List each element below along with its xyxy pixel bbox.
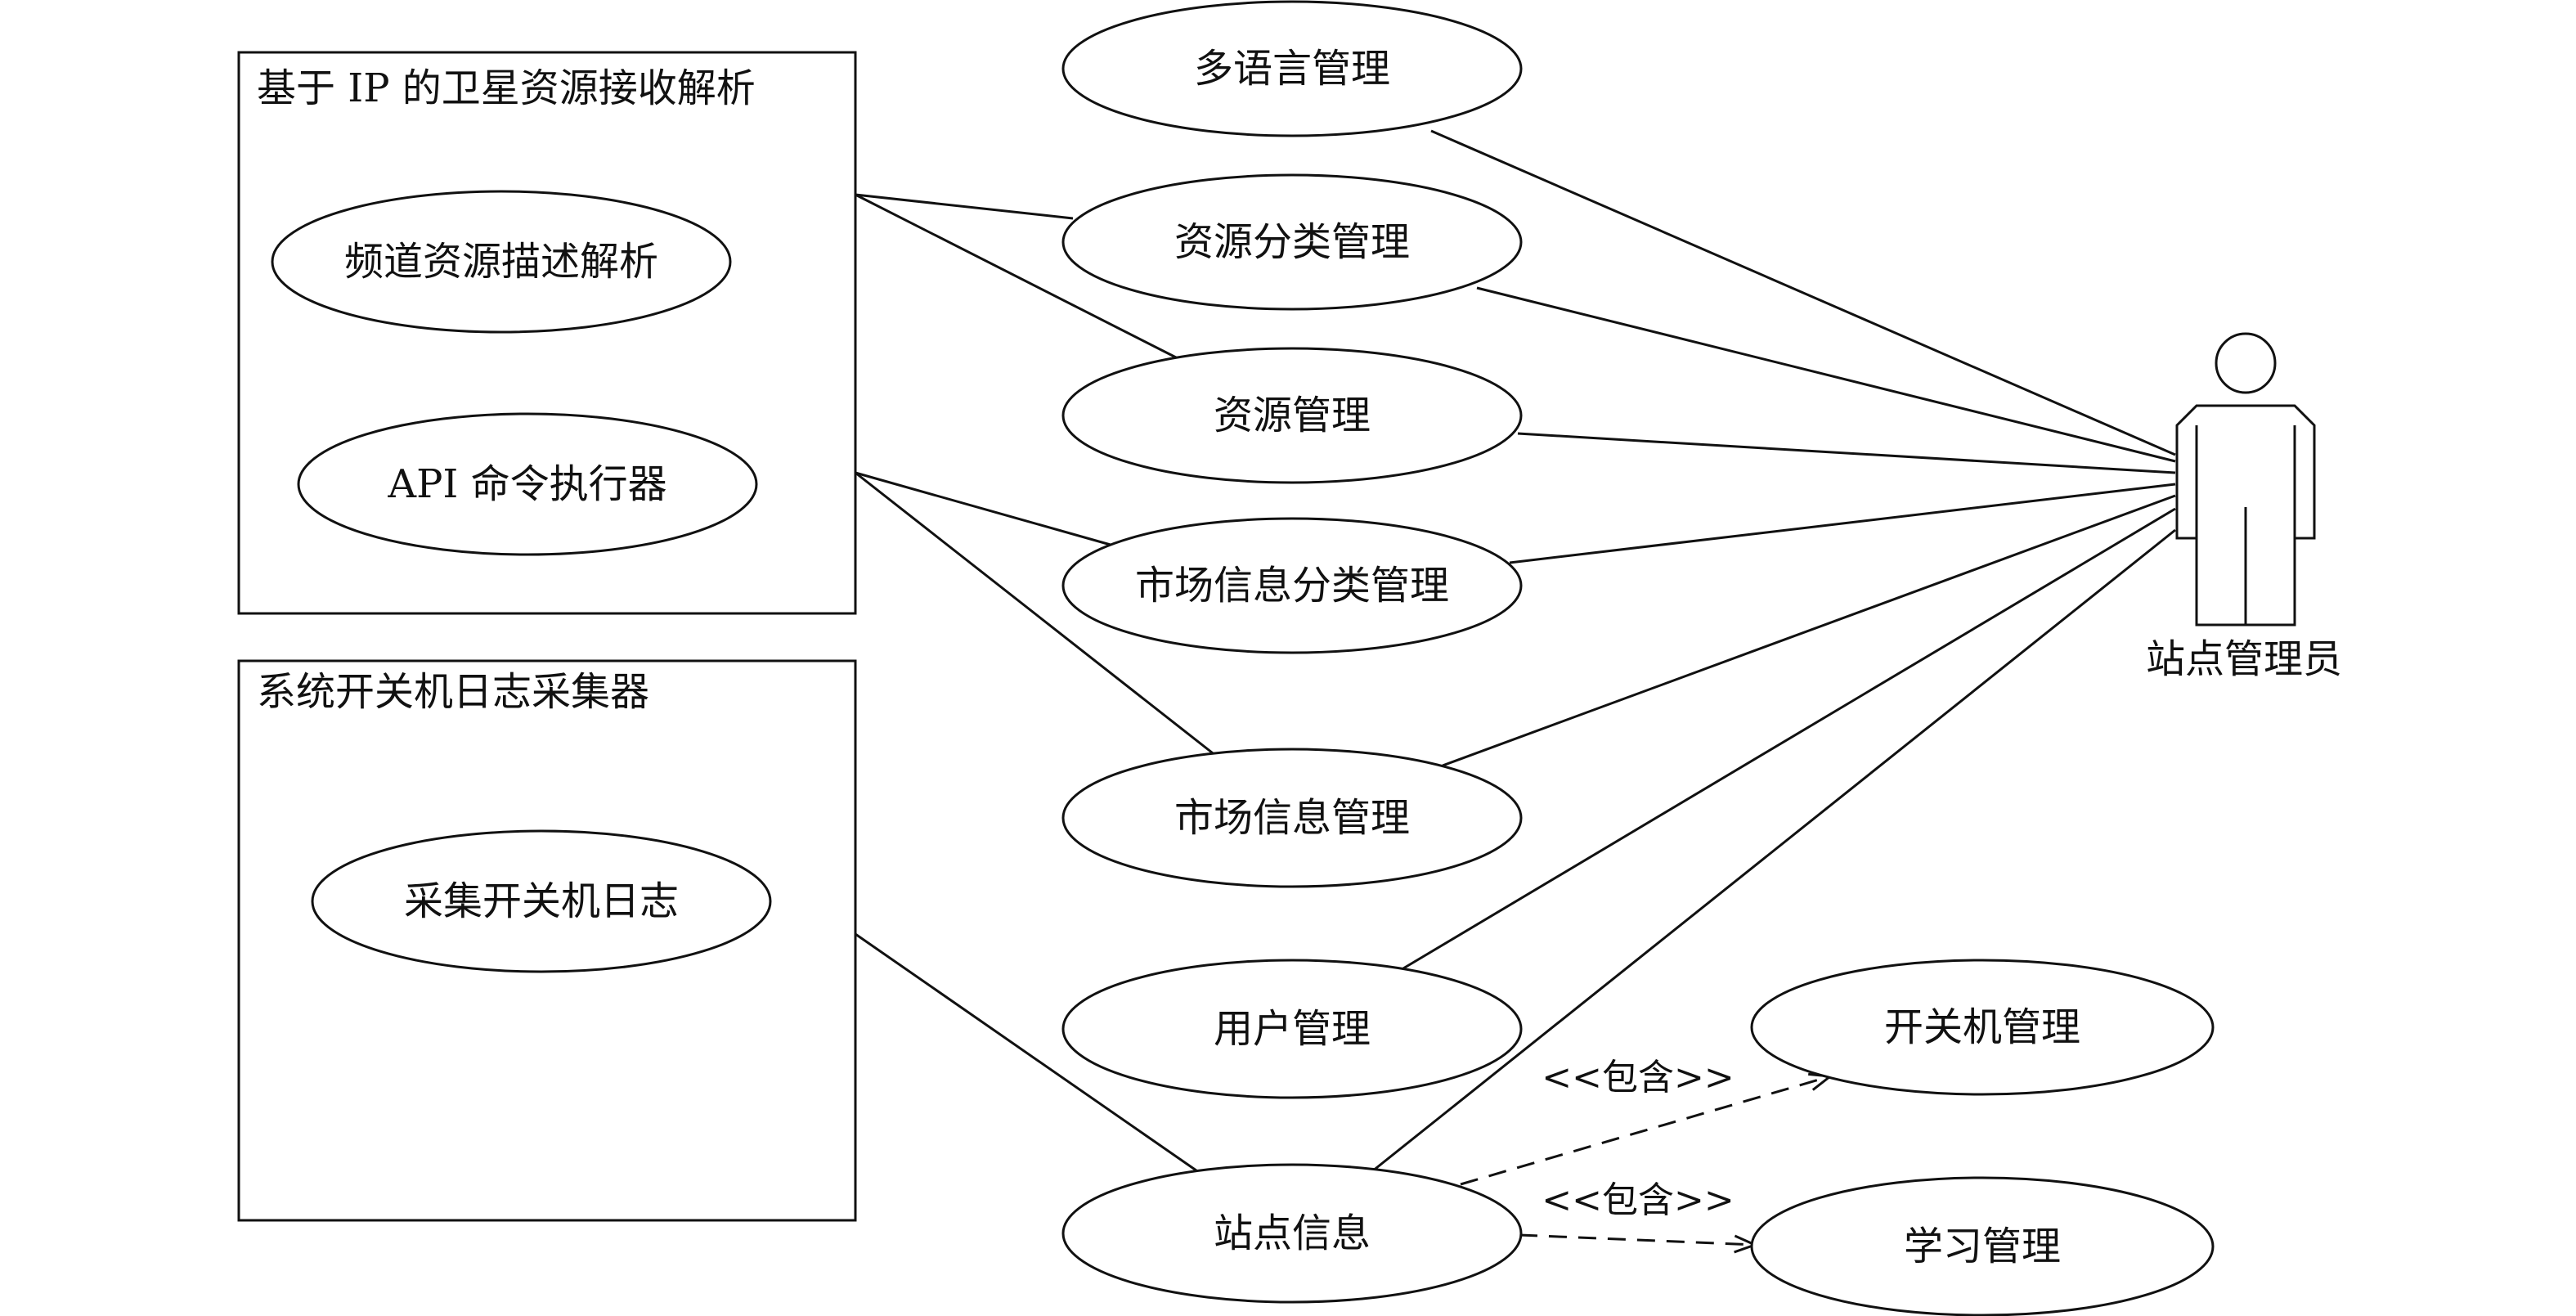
use-case-site-info[interactable] [1061, 1163, 1523, 1304]
use-case-api-executor-label: API 命令执行器 [387, 461, 666, 507]
assoc-market-category [1509, 483, 2176, 564]
use-case-study-mgmt-label: 学习管理 [1904, 1224, 2061, 1269]
link-satellite-resource-category [855, 193, 1074, 220]
include-arrow-power [1460, 1076, 1830, 1186]
use-case-power-mgmt[interactable] [1750, 959, 2215, 1096]
use-case-collect-log[interactable] [311, 829, 772, 973]
assoc-site-info [1371, 528, 2176, 1173]
link-satellite-resource [855, 193, 1178, 360]
use-case-channel-parse[interactable] [271, 190, 732, 334]
use-case-market-category-label: 市场信息分类管理 [1135, 563, 1449, 609]
include-relations: <<包含>> <<包含>> [1460, 1057, 1830, 1245]
actor-name-label: 站点管理员 [2146, 636, 2342, 682]
link-satellite-market [855, 471, 1217, 757]
use-case-resource-category[interactable] [1061, 173, 1523, 311]
assoc-resource [1517, 432, 2176, 474]
assoc-multi-language [1430, 129, 2176, 456]
use-case-resource-category-label: 资源分类管理 [1174, 219, 1410, 265]
use-case-resource[interactable] [1061, 347, 1523, 484]
include-label-2: <<包含>> [1542, 1179, 1734, 1221]
use-case-channel-parse-label: 频道资源描述解析 [344, 239, 658, 285]
actor-associations [1371, 129, 2176, 1173]
actor-head-icon [2215, 332, 2277, 394]
use-case-multi-language[interactable] [1061, 0, 1523, 137]
use-case-market[interactable] [1061, 748, 1523, 888]
include-label-1: <<包含>> [1542, 1057, 1734, 1098]
use-case-market-category[interactable] [1061, 517, 1523, 654]
actor-site-admin[interactable]: 站点管理员 [2146, 332, 2342, 682]
use-case-site-info-label: 站点信息 [1214, 1210, 1371, 1256]
use-case-power-mgmt-label: 开关机管理 [1884, 1004, 2080, 1050]
subsystem-satellite-title: 基于 IP 的卫星资源接收解析 [257, 65, 756, 111]
assoc-resource-category [1476, 286, 2176, 463]
use-case-resource-label: 资源管理 [1214, 393, 1371, 438]
subsystem-satellite: 基于 IP 的卫星资源接收解析 频道资源描述解析 API 命令执行器 [237, 51, 857, 615]
subsystem-power-log-title: 系统开关机日志采集器 [257, 669, 649, 715]
use-case-study-mgmt[interactable] [1750, 1176, 2215, 1316]
assoc-market [1442, 494, 2176, 767]
use-case-multi-language-label: 多语言管理 [1194, 46, 1390, 92]
include-arrow-study [1519, 1233, 1755, 1245]
use-case-user[interactable] [1061, 959, 1523, 1099]
subsystem-links [855, 193, 1217, 1176]
use-case-collect-log-label: 采集开关机日志 [404, 878, 679, 924]
link-power-log-site-info [855, 932, 1203, 1176]
use-case-api-executor[interactable] [297, 412, 758, 556]
subsystem-power-log: 系统开关机日志采集器 采集开关机日志 [237, 659, 857, 1222]
link-satellite-market-category [855, 471, 1123, 550]
assoc-user [1402, 507, 2176, 970]
use-case-user-label: 用户管理 [1214, 1006, 1371, 1052]
use-case-market-label: 市场信息管理 [1174, 795, 1410, 841]
use-cases: 多语言管理 资源分类管理 资源管理 市场信息分类管理 市场信息管理 用户管理 站… [1061, 0, 2215, 1316]
